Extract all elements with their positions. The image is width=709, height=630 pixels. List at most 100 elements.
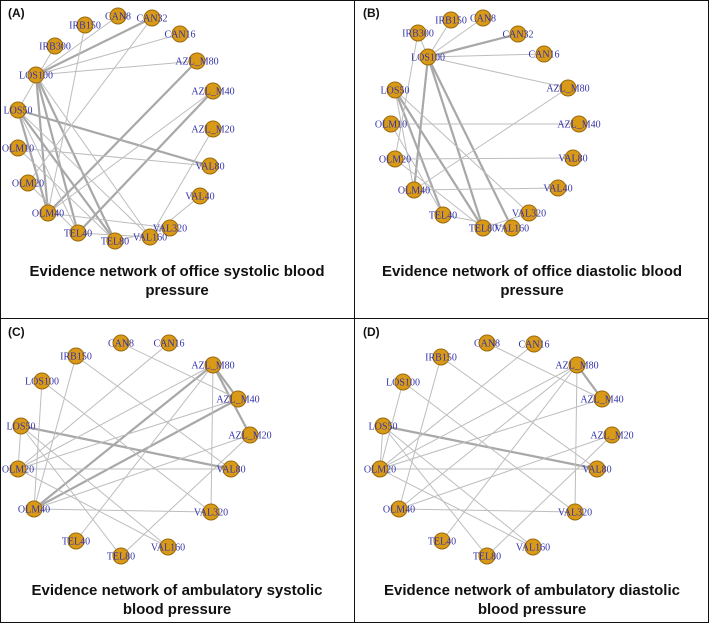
network-edge: [379, 468, 534, 548]
node-label: OLM20: [364, 465, 396, 476]
caption-line: Evidence network of ambulatory diastolic: [384, 582, 680, 599]
caption-line: blood pressure: [122, 601, 232, 618]
edges-group: [16, 15, 214, 242]
panel-letter: (B): [363, 6, 380, 20]
network-edge: [17, 364, 214, 470]
network-node: [525, 335, 543, 353]
node-label: OLM20: [2, 465, 34, 476]
network-node: [141, 228, 159, 246]
node-label: CAN16: [518, 340, 549, 351]
network-edge: [382, 425, 488, 557]
node-label: OLM10: [2, 144, 34, 155]
node-label: AZL_M80: [555, 361, 598, 372]
panel-letter: (C): [8, 325, 25, 339]
network-edge: [149, 128, 214, 238]
network-node: [603, 426, 621, 444]
node-label: IRB300: [402, 29, 434, 40]
network-node: [442, 11, 460, 29]
node-label: VAL320: [512, 209, 546, 220]
network-edge: [379, 398, 603, 470]
panel-caption: Evidence network of office diastolic blo…: [365, 262, 699, 300]
network-node: [241, 426, 259, 444]
network-node: [67, 347, 85, 365]
network-edge: [35, 15, 119, 76]
network-edge: [35, 33, 181, 76]
network-node: [433, 532, 451, 550]
network-edge: [17, 109, 79, 234]
node-label: TEL80: [469, 224, 497, 235]
network-edge: [379, 343, 535, 470]
network-node: [112, 334, 130, 352]
node-label: OLM40: [383, 505, 415, 516]
network-edge: [402, 381, 576, 513]
network-edge: [17, 108, 211, 168]
network-edge: [35, 17, 153, 76]
node-label: VAL160: [133, 233, 167, 244]
network-node: [478, 547, 496, 565]
network-node: [229, 390, 247, 408]
network-node: [524, 538, 542, 556]
network-edge: [33, 380, 43, 510]
node-label: VAL160: [516, 543, 550, 554]
network-edge: [394, 158, 484, 229]
node-label: CAN16: [164, 30, 195, 41]
network-node: [202, 503, 220, 521]
network-edge: [413, 87, 569, 191]
network-edge: [17, 147, 116, 242]
network-node: [371, 460, 389, 478]
node-label: CAN8: [470, 14, 496, 25]
node-label: IRB150: [425, 353, 457, 364]
network-node: [204, 82, 222, 100]
network-edge: [75, 364, 214, 542]
network-node: [474, 9, 492, 27]
network-node: [386, 81, 404, 99]
network-node: [520, 204, 538, 222]
node-label: LOS50: [369, 422, 398, 433]
network-edge: [394, 89, 415, 191]
network-edge: [16, 109, 50, 214]
network-node: [434, 206, 452, 224]
node-label: TEL40: [64, 229, 92, 240]
node-label: TEL40: [429, 211, 457, 222]
network-edge: [390, 123, 444, 216]
node-label: LOS50: [4, 106, 33, 117]
network-node: [419, 48, 437, 66]
network-edge: [441, 364, 578, 542]
network-edge: [33, 434, 251, 510]
network-edge: [41, 380, 212, 513]
node-label: AZL_M20: [590, 431, 633, 442]
network-node: [204, 356, 222, 374]
node-label: AZL_M40: [191, 87, 234, 98]
node-label: CAN16: [528, 50, 559, 61]
network-edge: [35, 74, 151, 238]
network-node: [159, 538, 177, 556]
network-node: [588, 460, 606, 478]
node-label: AZL_M40: [216, 395, 259, 406]
edges-group: [17, 342, 251, 557]
caption-line: Evidence network of office diastolic blo…: [381, 263, 683, 280]
node-label: CAN16: [153, 339, 184, 350]
node-label: IRB150: [435, 16, 467, 27]
network-node: [566, 503, 584, 521]
network-node: [535, 45, 553, 63]
network-edge: [398, 356, 442, 510]
network-edge: [20, 425, 122, 557]
network-edge: [47, 212, 171, 229]
network-edge: [47, 60, 198, 214]
network-edge: [413, 187, 559, 191]
node-label: AZL_M80: [175, 57, 218, 68]
node-label: AZL_M40: [580, 395, 623, 406]
network-node: [106, 232, 124, 250]
network-node: [9, 139, 27, 157]
network-edge: [17, 109, 151, 238]
node-label: AZL_M20: [191, 125, 234, 136]
node-label: VAL320: [558, 508, 592, 519]
network-node: [19, 174, 37, 192]
network-node: [67, 532, 85, 550]
network-edge: [210, 364, 214, 513]
